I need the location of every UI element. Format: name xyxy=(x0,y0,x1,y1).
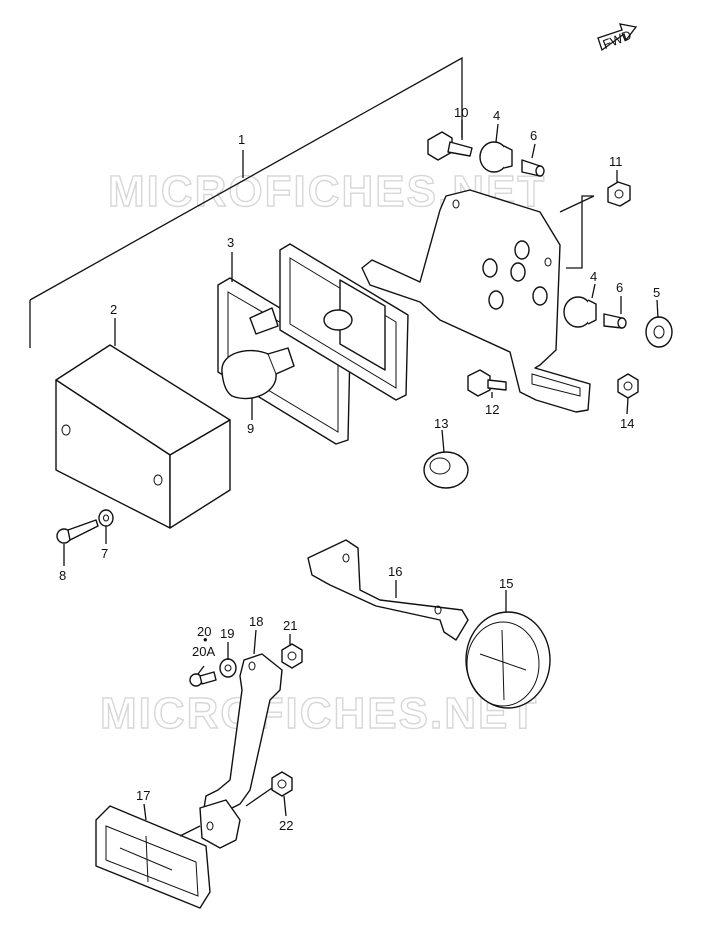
callout-2: 2 xyxy=(110,302,117,317)
bolt-12 xyxy=(467,369,507,397)
callout-20-dot: • xyxy=(203,632,208,647)
callout-4b: 4 xyxy=(590,269,597,284)
callout-4a: 4 xyxy=(493,108,500,123)
stay-bracket-16 xyxy=(307,539,469,641)
fwd-arrow-icon: FWD xyxy=(597,23,638,52)
callout-6b: 6 xyxy=(616,280,623,295)
lamp-base xyxy=(249,243,409,401)
callout-1: 1 xyxy=(238,132,245,147)
collar-6a xyxy=(521,159,545,177)
nut-22 xyxy=(271,771,293,797)
leader-11-bracket xyxy=(559,195,595,269)
assembly-bracket-1 xyxy=(29,56,463,348)
collar-6b xyxy=(603,313,627,329)
nut-21 xyxy=(281,643,303,669)
callout-11: 11 xyxy=(609,154,623,169)
tail-lamp-lens xyxy=(55,344,231,529)
callout-8: 8 xyxy=(59,568,66,583)
callout-3: 3 xyxy=(227,235,234,250)
reflector-15 xyxy=(465,611,551,709)
callout-20a: 20A xyxy=(192,644,215,659)
washer-7 xyxy=(98,509,114,527)
screw-8 xyxy=(56,519,99,544)
leader-lines xyxy=(63,120,659,837)
callout-5: 5 xyxy=(653,285,660,300)
callout-12: 12 xyxy=(485,402,499,417)
callout-20: 20 xyxy=(197,624,211,639)
callout-17: 17 xyxy=(136,788,150,803)
cushion-4b xyxy=(563,296,597,328)
callout-9: 9 xyxy=(247,421,254,436)
callout-21: 21 xyxy=(283,618,297,633)
watermark-bottom: MICROFICHES.NET xyxy=(100,689,538,738)
grommet-13 xyxy=(423,451,469,489)
washer-5 xyxy=(645,316,673,348)
license-bracket xyxy=(361,189,591,413)
callout-7: 7 xyxy=(101,546,108,561)
callout-6a: 6 xyxy=(530,128,537,143)
reflector-bracket-18 xyxy=(199,653,283,849)
bulb xyxy=(221,347,295,400)
callout-15: 15 xyxy=(499,576,513,591)
callout-22: 22 xyxy=(279,818,293,833)
washer-19 xyxy=(219,658,237,678)
fwd-label: FWD xyxy=(600,27,633,52)
bolt-10 xyxy=(427,131,473,161)
callout-10: 10 xyxy=(454,105,468,120)
callout-labels: 1 2 3 4 4 5 6 6 7 8 9 10 11 12 13 14 15 … xyxy=(59,105,660,833)
rear-reflector-17 xyxy=(95,805,211,909)
callout-16: 16 xyxy=(388,564,402,579)
callout-19: 19 xyxy=(220,626,234,641)
screw-20 xyxy=(189,671,217,687)
callout-14: 14 xyxy=(620,416,634,431)
nut-14 xyxy=(617,373,639,399)
callout-18: 18 xyxy=(249,614,263,629)
cushion-4a xyxy=(479,141,513,173)
callout-13: 13 xyxy=(434,416,448,431)
nut-11 xyxy=(607,181,631,207)
